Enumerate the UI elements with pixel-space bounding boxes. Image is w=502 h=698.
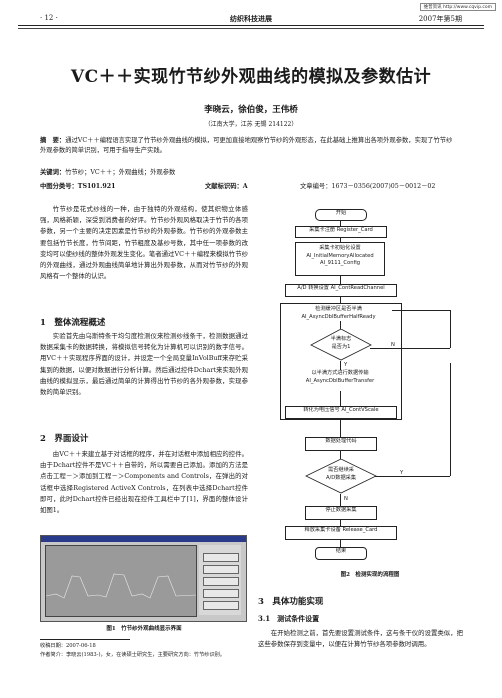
keywords: 关键词：竹节纱；VC＋＋；外观曲线；外观参数 bbox=[40, 167, 458, 176]
section2-paragraph: 由VC＋＋来建立基于对话框的程序，并在对话框中添加相应的控件。由于Dchart控… bbox=[40, 450, 248, 515]
flow-connector bbox=[340, 361, 341, 370]
flow-connector bbox=[340, 417, 341, 437]
flow-decision2-line2: A/D数据采集 bbox=[325, 474, 357, 481]
article-number: 文章编号：1673－0356(2007)05－0012－02 bbox=[300, 183, 436, 190]
flow-connector bbox=[340, 391, 341, 406]
flow-decision1: 半满标志 是否为1 bbox=[318, 336, 364, 352]
abstract-text: 通过VC＋＋编程语言实现了竹节纱外观曲线的模拟，可更加直接地观察竹节纱的外观形态… bbox=[40, 137, 453, 154]
page-number: · 12 · bbox=[40, 14, 58, 22]
article-title: VC＋＋实现竹节纱外观曲线的模拟及参数估计 bbox=[70, 67, 432, 87]
flow-transfer-line1: 以半满方式进行数据传输 bbox=[311, 370, 369, 376]
flow-check-line1: 检测缓冲区是否半满 bbox=[315, 306, 362, 312]
flow-ad-convert: A/D 转换设置 AI_ContReadChannel bbox=[285, 284, 397, 297]
flow-register-card: 采集卡注册 Register_Card bbox=[295, 226, 387, 238]
figure1-screenshot bbox=[40, 535, 247, 622]
issue-label: 2007年第5期 bbox=[418, 15, 462, 23]
abstract-label: 摘 要： bbox=[40, 137, 66, 144]
flow-connector bbox=[340, 276, 341, 284]
flow-label-no: N bbox=[391, 342, 395, 348]
panel-button bbox=[203, 553, 239, 562]
panel-button bbox=[203, 565, 239, 574]
section3-subheading: 3.1 测试条件设置 bbox=[258, 614, 320, 623]
flow-init-line2: AI_InitialMemoryAllocated bbox=[306, 252, 374, 259]
flow-decision1-line1: 半满标志 bbox=[330, 336, 352, 342]
flow-connector bbox=[340, 494, 341, 506]
flow-connector bbox=[340, 518, 341, 526]
footnote-received: 收稿日期：2007-06-18 bbox=[40, 643, 96, 649]
flow-decision2-diamond bbox=[305, 459, 377, 494]
window-titlebar bbox=[41, 536, 246, 542]
keywords-label: 关键词： bbox=[40, 169, 66, 176]
section2-heading: 2 界面设计 bbox=[40, 434, 89, 444]
flow-connector bbox=[340, 219, 341, 226]
flow-loop-frame bbox=[280, 303, 402, 420]
flow-connector-yes bbox=[450, 363, 451, 476]
panel-button bbox=[203, 577, 239, 586]
authors: 李晓云，徐伯俊，王伟桥 bbox=[204, 105, 298, 115]
flow-transfer: 以半满方式进行数据传输 AI_AsyncDblBufferTransfer bbox=[285, 370, 395, 391]
journal-name: 纺织科技进展 bbox=[230, 14, 272, 23]
flow-stop: 停止数据采集 bbox=[305, 506, 377, 520]
flow-voltage: 转化为电压信号 AI_ContVScale bbox=[285, 406, 397, 419]
flow-init-settings: 采集卡初始化设置 AI_InitialMemoryAllocated AI_91… bbox=[295, 242, 385, 276]
curve-preview bbox=[45, 573, 197, 599]
flow-end: 结束 bbox=[315, 547, 367, 560]
footnote-author: 作者简介：李晓云(1983-)，女，在读硕士研究生，主要研究方向：竹节纱识别。 bbox=[40, 652, 226, 658]
flow-decision2: 需否继续采 A/D数据采集 bbox=[316, 467, 366, 483]
flow-start: 开始 bbox=[315, 209, 367, 221]
flow-label-yes: Y bbox=[344, 362, 348, 368]
flow-decision2-line1: 需否继续采 bbox=[328, 467, 354, 473]
affiliation: （江南大学，江苏 无锡 214122） bbox=[204, 121, 298, 128]
intro-paragraph: 竹节纱是花式纱线的一种，由于独特的外观结构，使其织物立体感强，风格新颖，深受到消… bbox=[40, 205, 248, 281]
flow-init-line1: 采集卡初始化设置 bbox=[319, 245, 361, 251]
section3-heading: 3 具体功能实现 bbox=[258, 597, 324, 607]
chart-panel bbox=[45, 545, 197, 617]
flow-connector bbox=[340, 321, 341, 329]
footnote-rule bbox=[40, 639, 130, 640]
flow-process: 数据处理代码 bbox=[305, 437, 377, 451]
keywords-text: 竹节纱；VC＋＋；外观曲线；外观参数 bbox=[65, 169, 176, 176]
header-rule bbox=[18, 25, 484, 26]
flow-check-line2: AI_AsyncDblBufferHalfReady bbox=[301, 313, 376, 320]
flow-connector-no bbox=[392, 310, 450, 311]
flow-connector bbox=[340, 449, 341, 459]
panel-button bbox=[203, 589, 239, 598]
flow-init-line3: AI_9111_Config bbox=[319, 260, 361, 266]
flow-connector bbox=[340, 236, 341, 242]
header-rule-thin bbox=[18, 28, 484, 29]
control-panel bbox=[199, 545, 241, 615]
flow-connector-no bbox=[450, 310, 451, 348]
section1-heading: 1 整体流程概述 bbox=[40, 318, 106, 328]
section1-paragraph: 实验首先由乌斯特条干均匀度检测仪来检测纱线条干，检测数据通过数据采集卡的数据转换… bbox=[40, 332, 248, 397]
clc-number: 中图分类号：TS101.921 bbox=[40, 183, 116, 190]
flow-label-no: N bbox=[344, 496, 348, 502]
source-stamp: 维普资讯 http://www.cqvip.com bbox=[419, 3, 496, 11]
flow-connector bbox=[340, 295, 341, 303]
flow-connector-yes bbox=[375, 476, 450, 477]
figure1-caption: 图1 竹节纱外观曲线显示界面 bbox=[106, 626, 182, 632]
flow-release: 释放采集卡设备 Release_Card bbox=[285, 526, 397, 540]
flow-connector bbox=[340, 538, 341, 547]
doc-code: 文献标识码：A bbox=[205, 183, 248, 190]
flow-label-yes: Y bbox=[400, 470, 404, 476]
panel-button bbox=[203, 601, 239, 610]
flow-check-buffer: 检测缓冲区是否半满 AI_AsyncDblBufferHalfReady bbox=[285, 306, 392, 321]
flow-connector-no bbox=[370, 348, 450, 349]
abstract: 摘 要：通过VC＋＋编程语言实现了竹节纱外观曲线的模拟，可更加直接地观察竹节纱的… bbox=[40, 136, 458, 156]
figure2-caption: 图2 检测实现的流程图 bbox=[340, 572, 400, 578]
flow-transfer-line2: AI_AsyncDblBufferTransfer bbox=[305, 377, 375, 384]
flow-decision1-diamond bbox=[310, 329, 372, 361]
flow-decision1-line2: 是否为1 bbox=[331, 343, 351, 350]
section3-paragraph: 在开始检测之前，首先要设置测试条件，这与条干仪的设置类似，把这些参数保存到变量中… bbox=[258, 629, 463, 649]
